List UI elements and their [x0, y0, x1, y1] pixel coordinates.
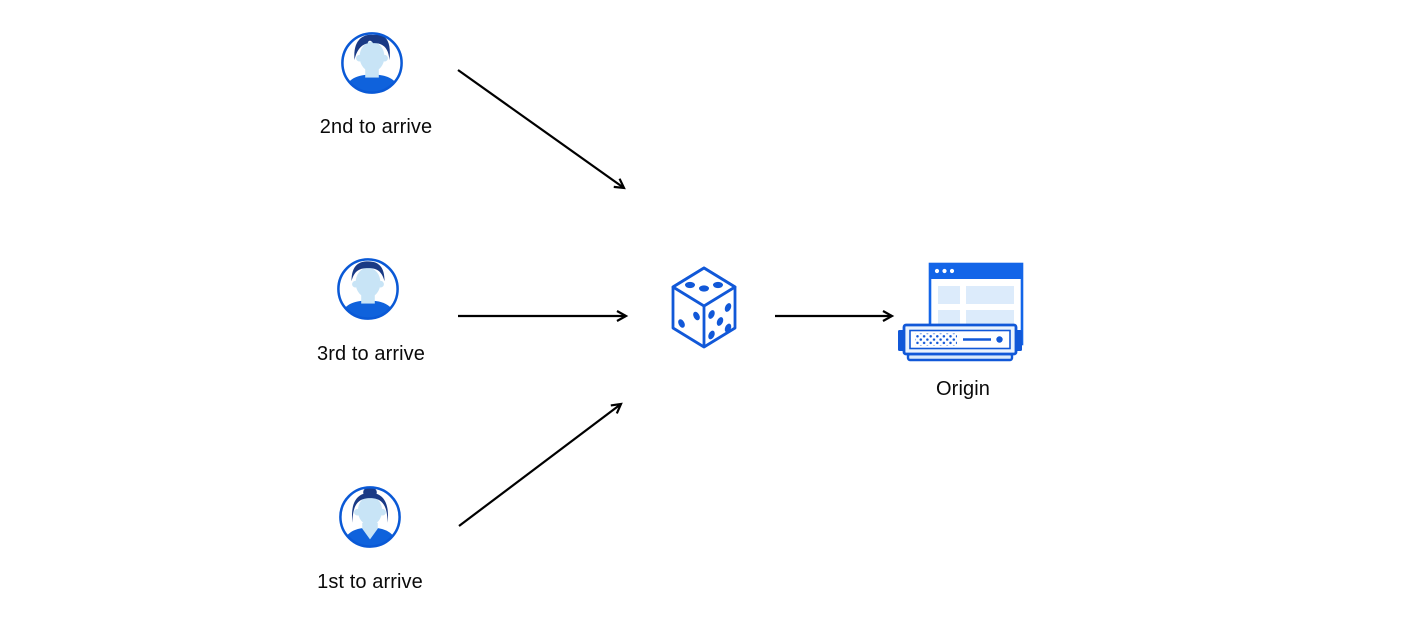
user-avatar-man-swept-hair-icon	[339, 30, 405, 96]
origin-server-browser-icon	[896, 262, 1026, 362]
server-unit-icon	[898, 323, 1022, 362]
dice-icon	[670, 266, 738, 350]
node-label-visitor-1st: 1st to arrive	[317, 571, 423, 593]
user-avatar-man-short-hair-icon	[335, 256, 401, 322]
edge-visitor1st-to-dice	[458, 402, 623, 527]
node-label-visitor-3rd: 3rd to arrive	[316, 343, 426, 365]
user-avatar-woman-bun-icon	[337, 484, 403, 550]
node-label-visitor-2nd: 2nd to arrive	[319, 116, 433, 138]
node-label-origin: Origin	[936, 378, 990, 400]
edge-visitor2nd-to-dice	[457, 69, 626, 190]
